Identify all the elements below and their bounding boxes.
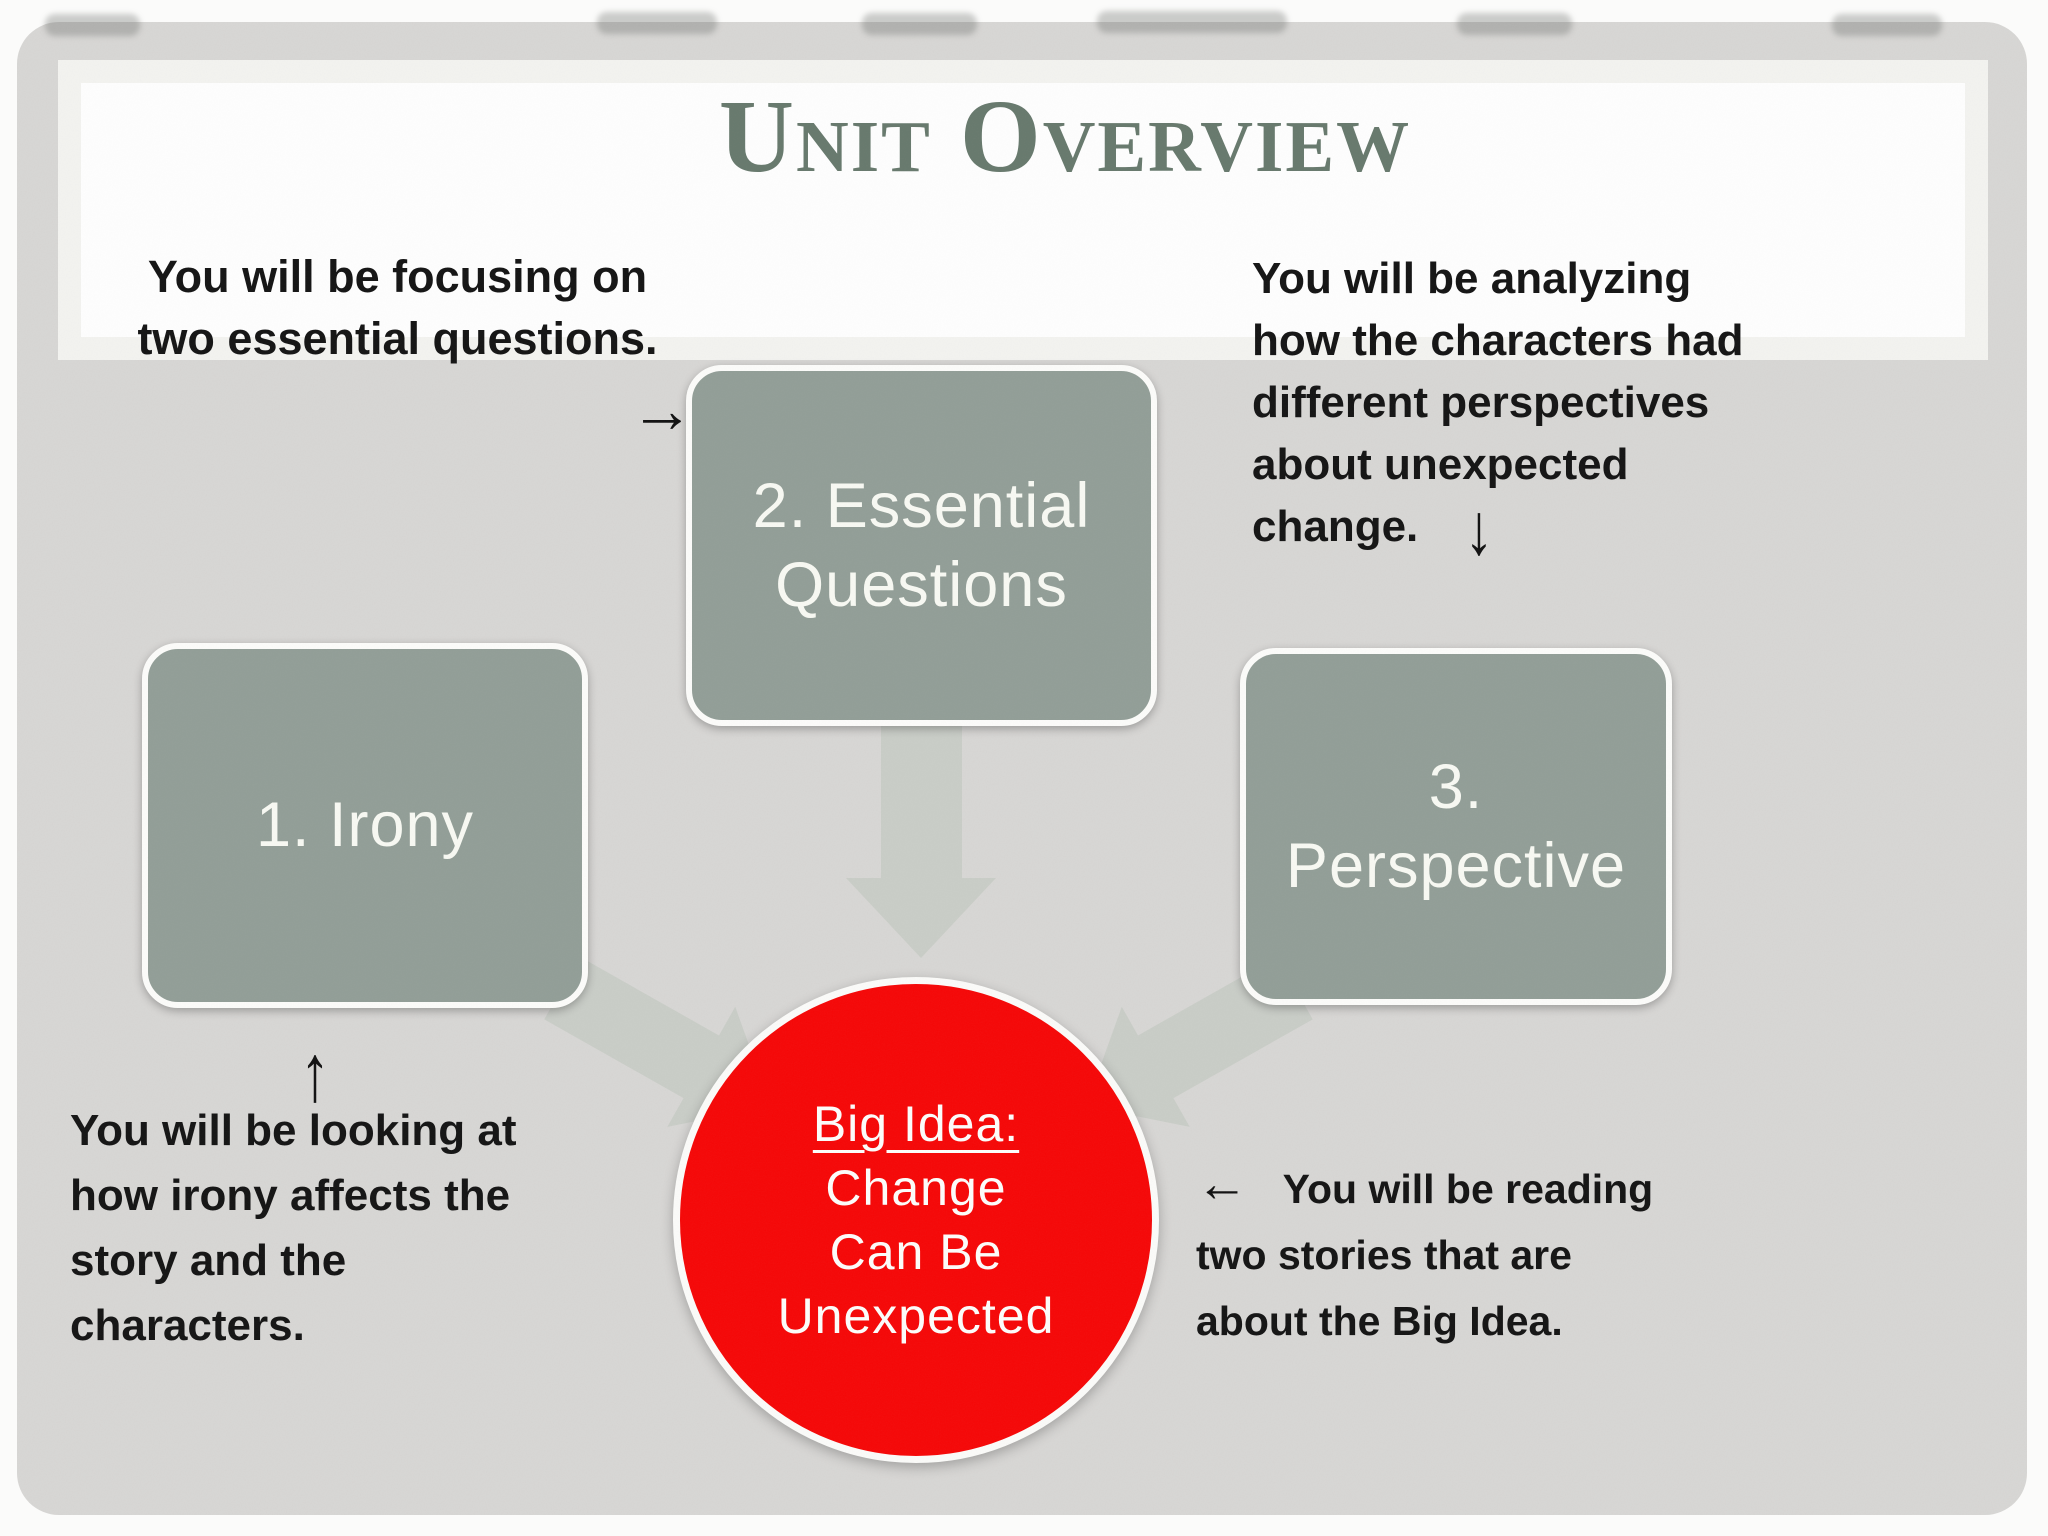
note-line: You will be looking at: [70, 1106, 517, 1155]
big-idea-line: Unexpected: [777, 1288, 1055, 1344]
note-line: different perspectives: [1252, 378, 1710, 427]
big-idea-circle: Big Idea: Change Can Be Unexpected: [673, 977, 1159, 1463]
note-line: how the characters had: [1252, 316, 1744, 365]
arrow-right-icon: →: [630, 374, 694, 446]
diagram-box-perspective: 3. Perspective: [1240, 648, 1672, 1005]
box-label-line: Questions: [775, 549, 1068, 620]
arrow-down-icon: ↓: [1464, 488, 1494, 570]
box-label: 1. Irony: [255, 790, 475, 860]
note-line-text: You will be reading: [1282, 1166, 1654, 1212]
box-label-line: 2. Essential: [752, 470, 1091, 541]
note-line-text: change.: [1252, 502, 1419, 551]
note-bottom-left: You will be looking at how irony affects…: [70, 1098, 630, 1358]
big-idea-heading: Big Idea:: [812, 1096, 1020, 1152]
note-line: characters.: [70, 1301, 305, 1350]
big-idea-line: Can Be: [829, 1224, 1003, 1280]
note-line: story and the: [70, 1236, 347, 1285]
note-line: ← You will be reading: [1196, 1156, 1736, 1222]
note-line: two essential questions.: [137, 313, 658, 364]
note-line: about the Big Idea.: [1196, 1298, 1563, 1344]
note-line: about unexpected: [1252, 440, 1629, 489]
diagram-box-essential-questions: 2. Essential Questions: [686, 365, 1157, 726]
connector-arrow-down-icon: [846, 714, 996, 958]
box-label-line: Perspective: [1285, 830, 1627, 901]
note-line: change. ↓: [1252, 488, 1852, 570]
note-top-right: You will be analyzing how the characters…: [1252, 248, 1852, 570]
note-line: You will be focusing on: [147, 251, 648, 302]
note-bottom-right: ← You will be reading two stories that a…: [1196, 1156, 1736, 1354]
note-line: how irony affects the: [70, 1171, 511, 1220]
arrow-left-icon: ←: [1196, 1155, 1248, 1213]
note-line: two stories that are: [1196, 1232, 1572, 1278]
big-idea-line: Change: [825, 1160, 1007, 1216]
box-label-line: 3.: [1428, 751, 1484, 822]
note-line: You will be analyzing: [1252, 254, 1692, 303]
note-top-left: You will be focusing on two essential qu…: [70, 246, 725, 370]
diagram-box-irony: 1. Irony: [142, 643, 588, 1008]
